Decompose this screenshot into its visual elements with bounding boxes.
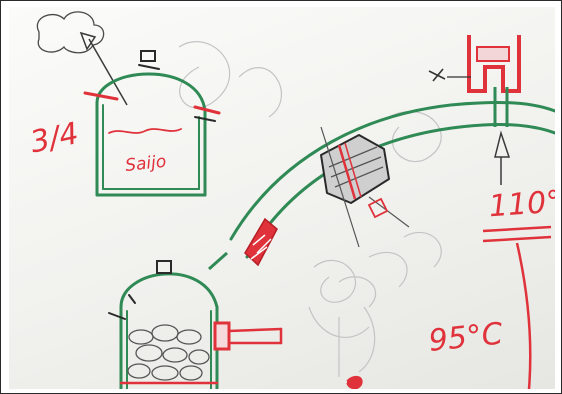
temperature-low: 95°C xyxy=(427,316,504,359)
whiteboard-drawing: 3/4 Saijo xyxy=(9,7,555,389)
rice-grains-scribble xyxy=(128,325,209,380)
red-bottom-mark xyxy=(347,377,362,389)
whiteboard-photo: 3/4 Saijo xyxy=(9,7,555,389)
lower-pipe-connector xyxy=(209,253,227,269)
vessel-label: Saijo xyxy=(124,152,167,176)
fraction-label: 3/4 xyxy=(27,116,82,160)
temperature-scale xyxy=(483,227,551,389)
side-outlet xyxy=(215,323,281,349)
small-x-mark xyxy=(429,69,445,81)
temperature-high: 110°C xyxy=(488,183,555,224)
up-arrow-right xyxy=(495,133,509,157)
pipe-red-band xyxy=(245,219,277,265)
upper-vessel xyxy=(85,51,219,195)
pipe-joint xyxy=(321,135,389,203)
top-right-outlet xyxy=(469,35,519,127)
